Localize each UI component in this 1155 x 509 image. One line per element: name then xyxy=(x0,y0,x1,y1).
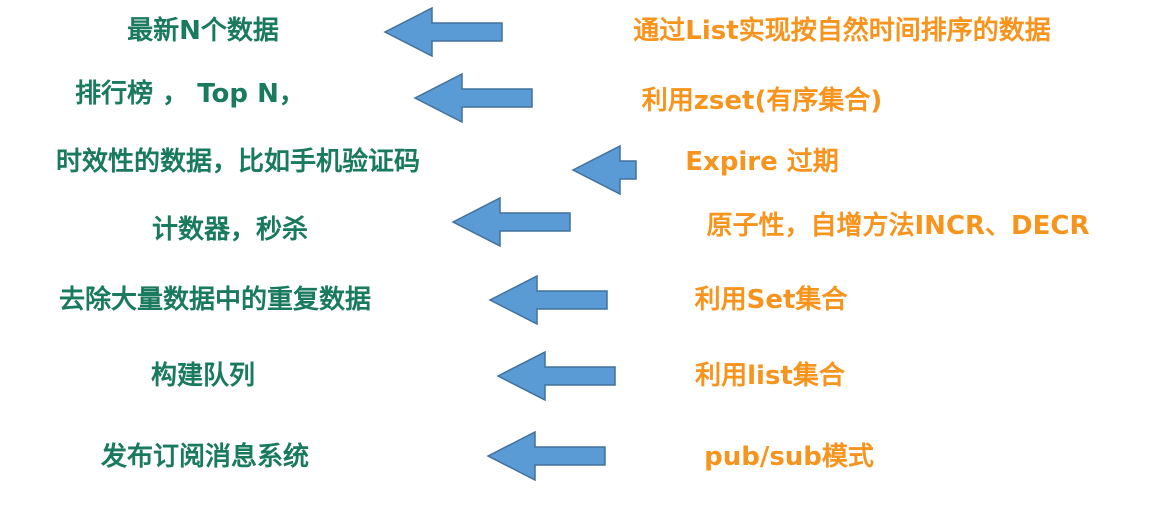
method-set: 利用Set集合 xyxy=(694,285,848,315)
use-case-leaderboard: 排行榜 ， Top N， xyxy=(75,79,305,109)
method-incr-decr: 原子性，自增方法INCR、DECR xyxy=(706,211,1090,241)
arrow-left-icon xyxy=(571,144,637,196)
arrow-left-icon xyxy=(486,430,606,482)
method-zset: 利用zset(有序集合) xyxy=(641,86,883,116)
use-case-latest-n: 最新N个数据 xyxy=(127,16,279,46)
method-list-time-order: 通过List实现按自然时间排序的数据 xyxy=(633,16,1051,46)
use-case-pubsub: 发布订阅消息系统 xyxy=(100,442,310,472)
use-case-counter: 计数器，秒杀 xyxy=(151,215,309,245)
use-case-expiring-data: 时效性的数据，比如手机验证码 xyxy=(55,147,421,177)
arrow-left-icon xyxy=(496,350,616,402)
arrow-left-icon xyxy=(413,72,533,124)
method-expire: Expire 过期 xyxy=(685,147,839,177)
method-list: 利用list集合 xyxy=(695,361,845,391)
use-case-queue: 构建队列 xyxy=(150,361,256,391)
method-pubsub: pub/sub模式 xyxy=(704,442,874,472)
arrow-left-icon xyxy=(383,6,503,58)
arrow-left-icon xyxy=(488,274,608,326)
use-case-dedupe: 去除大量数据中的重复数据 xyxy=(58,285,372,315)
arrow-left-icon xyxy=(451,196,571,248)
